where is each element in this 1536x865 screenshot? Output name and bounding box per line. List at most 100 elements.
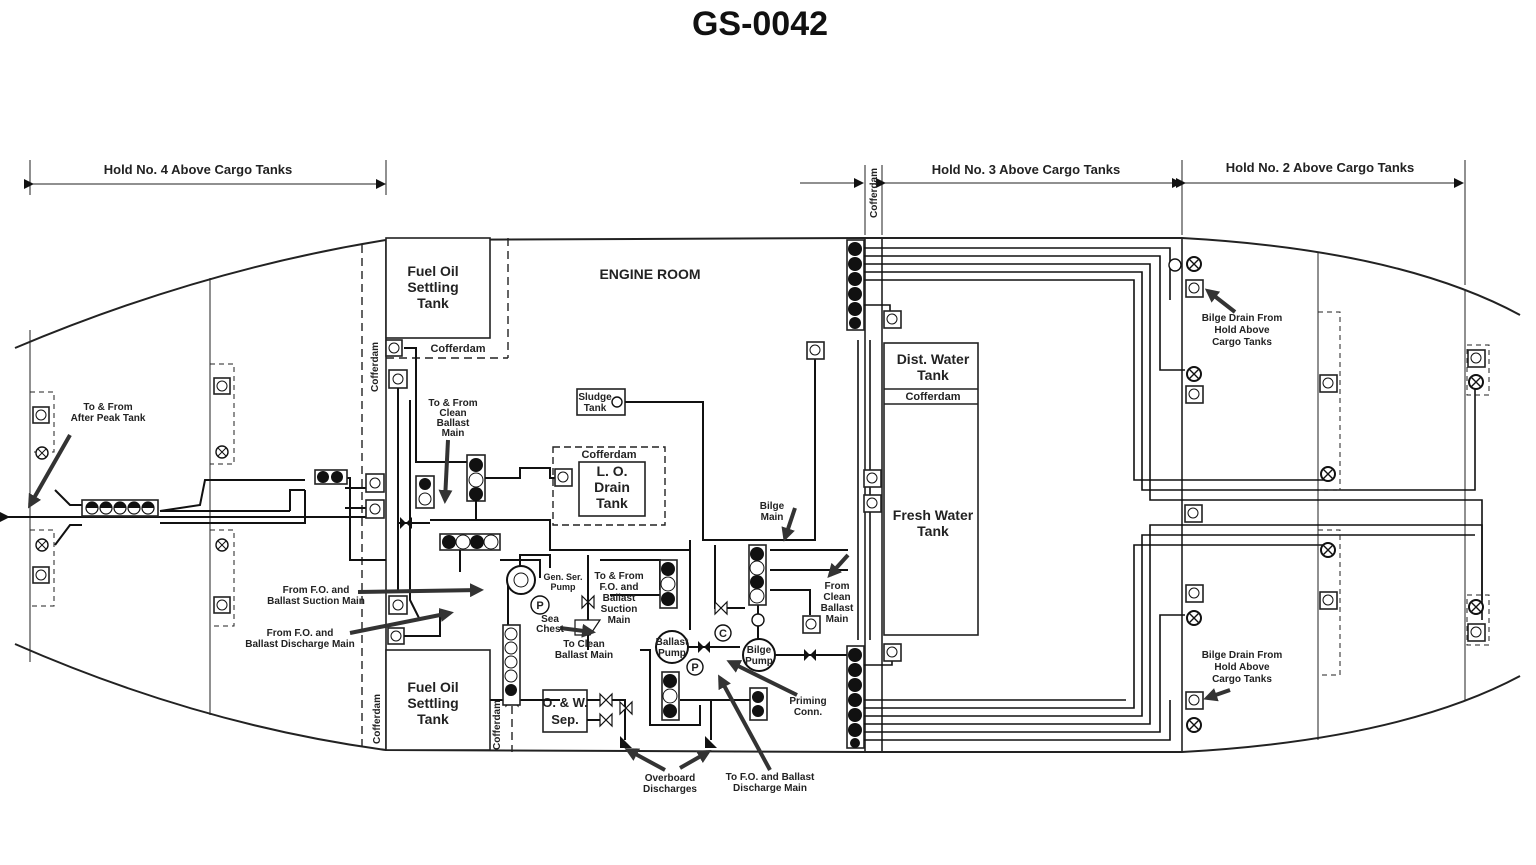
svg-text:Settling: Settling bbox=[407, 279, 458, 295]
forward-piping bbox=[857, 247, 1483, 741]
engine-room-label: ENGINE ROOM bbox=[599, 266, 700, 282]
svg-text:Ballast: Ballast bbox=[437, 418, 470, 429]
svg-text:Ballast: Ballast bbox=[603, 593, 636, 604]
svg-text:Drain: Drain bbox=[594, 479, 630, 495]
svg-text:From F.O. and: From F.O. and bbox=[283, 585, 350, 596]
svg-text:Bilge: Bilge bbox=[760, 501, 785, 512]
svg-text:Tank: Tank bbox=[917, 523, 949, 539]
svg-text:C: C bbox=[719, 628, 727, 640]
svg-text:Fuel Oil: Fuel Oil bbox=[407, 679, 458, 695]
svg-text:Tank: Tank bbox=[417, 711, 449, 727]
svg-text:Fuel Oil: Fuel Oil bbox=[407, 263, 458, 279]
sludge-tank: Sludge Tank bbox=[576, 388, 626, 416]
forward-valves bbox=[863, 256, 1490, 733]
svg-text:Bilge Drain From: Bilge Drain From bbox=[1202, 313, 1283, 324]
svg-text:Sea: Sea bbox=[541, 614, 559, 625]
svg-text:To & From: To & From bbox=[594, 571, 643, 582]
aft-strainer-chest bbox=[81, 499, 159, 517]
aft-bilge-wells bbox=[29, 363, 235, 627]
label-priming: Priming Conn. bbox=[789, 696, 826, 718]
fuel-oil-settling-tank-top: Fuel Oil Settling Tank bbox=[385, 237, 491, 339]
diagram-title: GS-0042 bbox=[692, 5, 828, 43]
hold4-label: Hold No. 4 Above Cargo Tanks bbox=[104, 162, 293, 177]
svg-text:Dist. Water: Dist. Water bbox=[897, 351, 970, 367]
lo-drain-tank: Cofferdam L. O. Drain Tank bbox=[552, 446, 666, 526]
svg-text:Tank: Tank bbox=[596, 495, 628, 511]
svg-text:Hold Above: Hold Above bbox=[1214, 325, 1270, 336]
svg-text:Settling: Settling bbox=[407, 695, 458, 711]
svg-text:To F.O. and Ballast: To F.O. and Ballast bbox=[726, 772, 815, 783]
svg-text:Priming: Priming bbox=[789, 696, 826, 707]
svg-text:After Peak Tank: After Peak Tank bbox=[71, 413, 146, 424]
svg-text:L. O.: L. O. bbox=[596, 463, 627, 479]
svg-text:P: P bbox=[691, 662, 698, 674]
svg-text:Sludge: Sludge bbox=[578, 392, 612, 403]
label-bilge-drain-lower: Bilge Drain From Hold Above Cargo Tanks bbox=[1202, 650, 1283, 685]
svg-text:To & From: To & From bbox=[83, 402, 132, 413]
svg-text:Main: Main bbox=[826, 614, 849, 625]
svg-text:Main: Main bbox=[608, 615, 631, 626]
label-gen-ser-pump: Gen. Ser. Pump bbox=[543, 572, 582, 592]
label-fo-discharge: From F.O. and Ballast Discharge Main bbox=[245, 628, 354, 650]
svg-text:Ballast: Ballast bbox=[821, 603, 854, 614]
svg-text:Main: Main bbox=[761, 512, 784, 523]
svg-text:Clean: Clean bbox=[823, 592, 850, 603]
hull-outline bbox=[14, 237, 1521, 753]
label-bilge-main: Bilge Main bbox=[760, 501, 785, 523]
cofferdam-top-label: Cofferdam bbox=[430, 343, 485, 355]
svg-text:Cofferdam: Cofferdam bbox=[905, 391, 960, 403]
manifold-lower bbox=[846, 645, 865, 749]
label-clean-ballast-top: To & From Clean Ballast Main bbox=[428, 398, 477, 439]
svg-text:Gen. Ser.: Gen. Ser. bbox=[543, 572, 582, 582]
svg-text:Tank: Tank bbox=[417, 295, 449, 311]
svg-text:From: From bbox=[825, 581, 850, 592]
engine-room-piping: P Ballast Pump P C Bilge Pump bbox=[365, 339, 848, 748]
label-overboard: Overboard Discharges bbox=[643, 773, 697, 795]
svg-text:Ballast Main: Ballast Main bbox=[555, 650, 613, 661]
svg-text:F.O. and: F.O. and bbox=[600, 582, 639, 593]
svg-text:Main: Main bbox=[442, 428, 465, 439]
svg-text:To Clean: To Clean bbox=[563, 639, 604, 650]
svg-text:Bilge Drain From: Bilge Drain From bbox=[1202, 650, 1283, 661]
svg-text:Pump: Pump bbox=[658, 648, 686, 659]
svg-text:To & From: To & From bbox=[428, 398, 477, 409]
svg-text:Discharge Main: Discharge Main bbox=[733, 783, 807, 794]
label-bilge-drain-upper: Bilge Drain From Hold Above Cargo Tanks bbox=[1202, 313, 1283, 348]
svg-text:Overboard: Overboard bbox=[645, 773, 696, 784]
cofferdam-sep-label: Cofferdam bbox=[492, 700, 503, 750]
label-to-fo-ballast-discharge: To F.O. and Ballast Discharge Main bbox=[726, 772, 815, 794]
label-from-clean-ballast: From Clean Ballast Main bbox=[821, 581, 854, 625]
svg-text:Cargo Tanks: Cargo Tanks bbox=[1212, 674, 1272, 685]
manifold-upper bbox=[846, 239, 865, 331]
hold3-label: Hold No. 3 Above Cargo Tanks bbox=[932, 162, 1121, 177]
svg-text:Suction: Suction bbox=[601, 604, 638, 615]
svg-text:Discharges: Discharges bbox=[643, 784, 697, 795]
svg-text:Clean: Clean bbox=[439, 408, 466, 419]
svg-text:From F.O. and: From F.O. and bbox=[267, 628, 334, 639]
svg-text:Cargo Tanks: Cargo Tanks bbox=[1212, 337, 1272, 348]
aft-piping bbox=[0, 477, 386, 561]
svg-text:O. & W.: O. & W. bbox=[542, 695, 588, 710]
svg-text:Pump: Pump bbox=[550, 582, 576, 592]
svg-text:Fresh Water: Fresh Water bbox=[893, 507, 974, 523]
fuel-oil-settling-tank-bottom: Fuel Oil Settling Tank bbox=[385, 649, 491, 751]
label-fo-suction: From F.O. and Ballast Suction Main bbox=[267, 585, 365, 607]
fresh-water-tank: Fresh Water Tank bbox=[893, 507, 974, 539]
label-fo-ballast-suction: To & From F.O. and Ballast Suction Main bbox=[594, 571, 643, 626]
label-to-clean-ballast: To Clean Ballast Main bbox=[555, 639, 613, 661]
svg-text:Pump: Pump bbox=[745, 656, 773, 667]
cofferdam-left-upper-label: Cofferdam bbox=[370, 342, 381, 392]
svg-text:Bilge: Bilge bbox=[747, 645, 772, 656]
svg-text:Ballast Suction Main: Ballast Suction Main bbox=[267, 596, 365, 607]
label-sea-chest: Sea Chest bbox=[536, 614, 564, 635]
svg-text:Tank: Tank bbox=[584, 403, 607, 414]
hold2-label: Hold No. 2 Above Cargo Tanks bbox=[1226, 160, 1415, 175]
svg-text:Ballast Discharge Main: Ballast Discharge Main bbox=[245, 639, 354, 650]
svg-text:Hold Above: Hold Above bbox=[1214, 662, 1270, 673]
svg-text:Chest: Chest bbox=[536, 624, 564, 635]
svg-text:Sep.: Sep. bbox=[551, 712, 578, 727]
ow-separator: O. & W. Sep. bbox=[542, 689, 588, 733]
svg-text:Ballast: Ballast bbox=[656, 637, 689, 648]
callout-arrows bbox=[28, 288, 1237, 772]
